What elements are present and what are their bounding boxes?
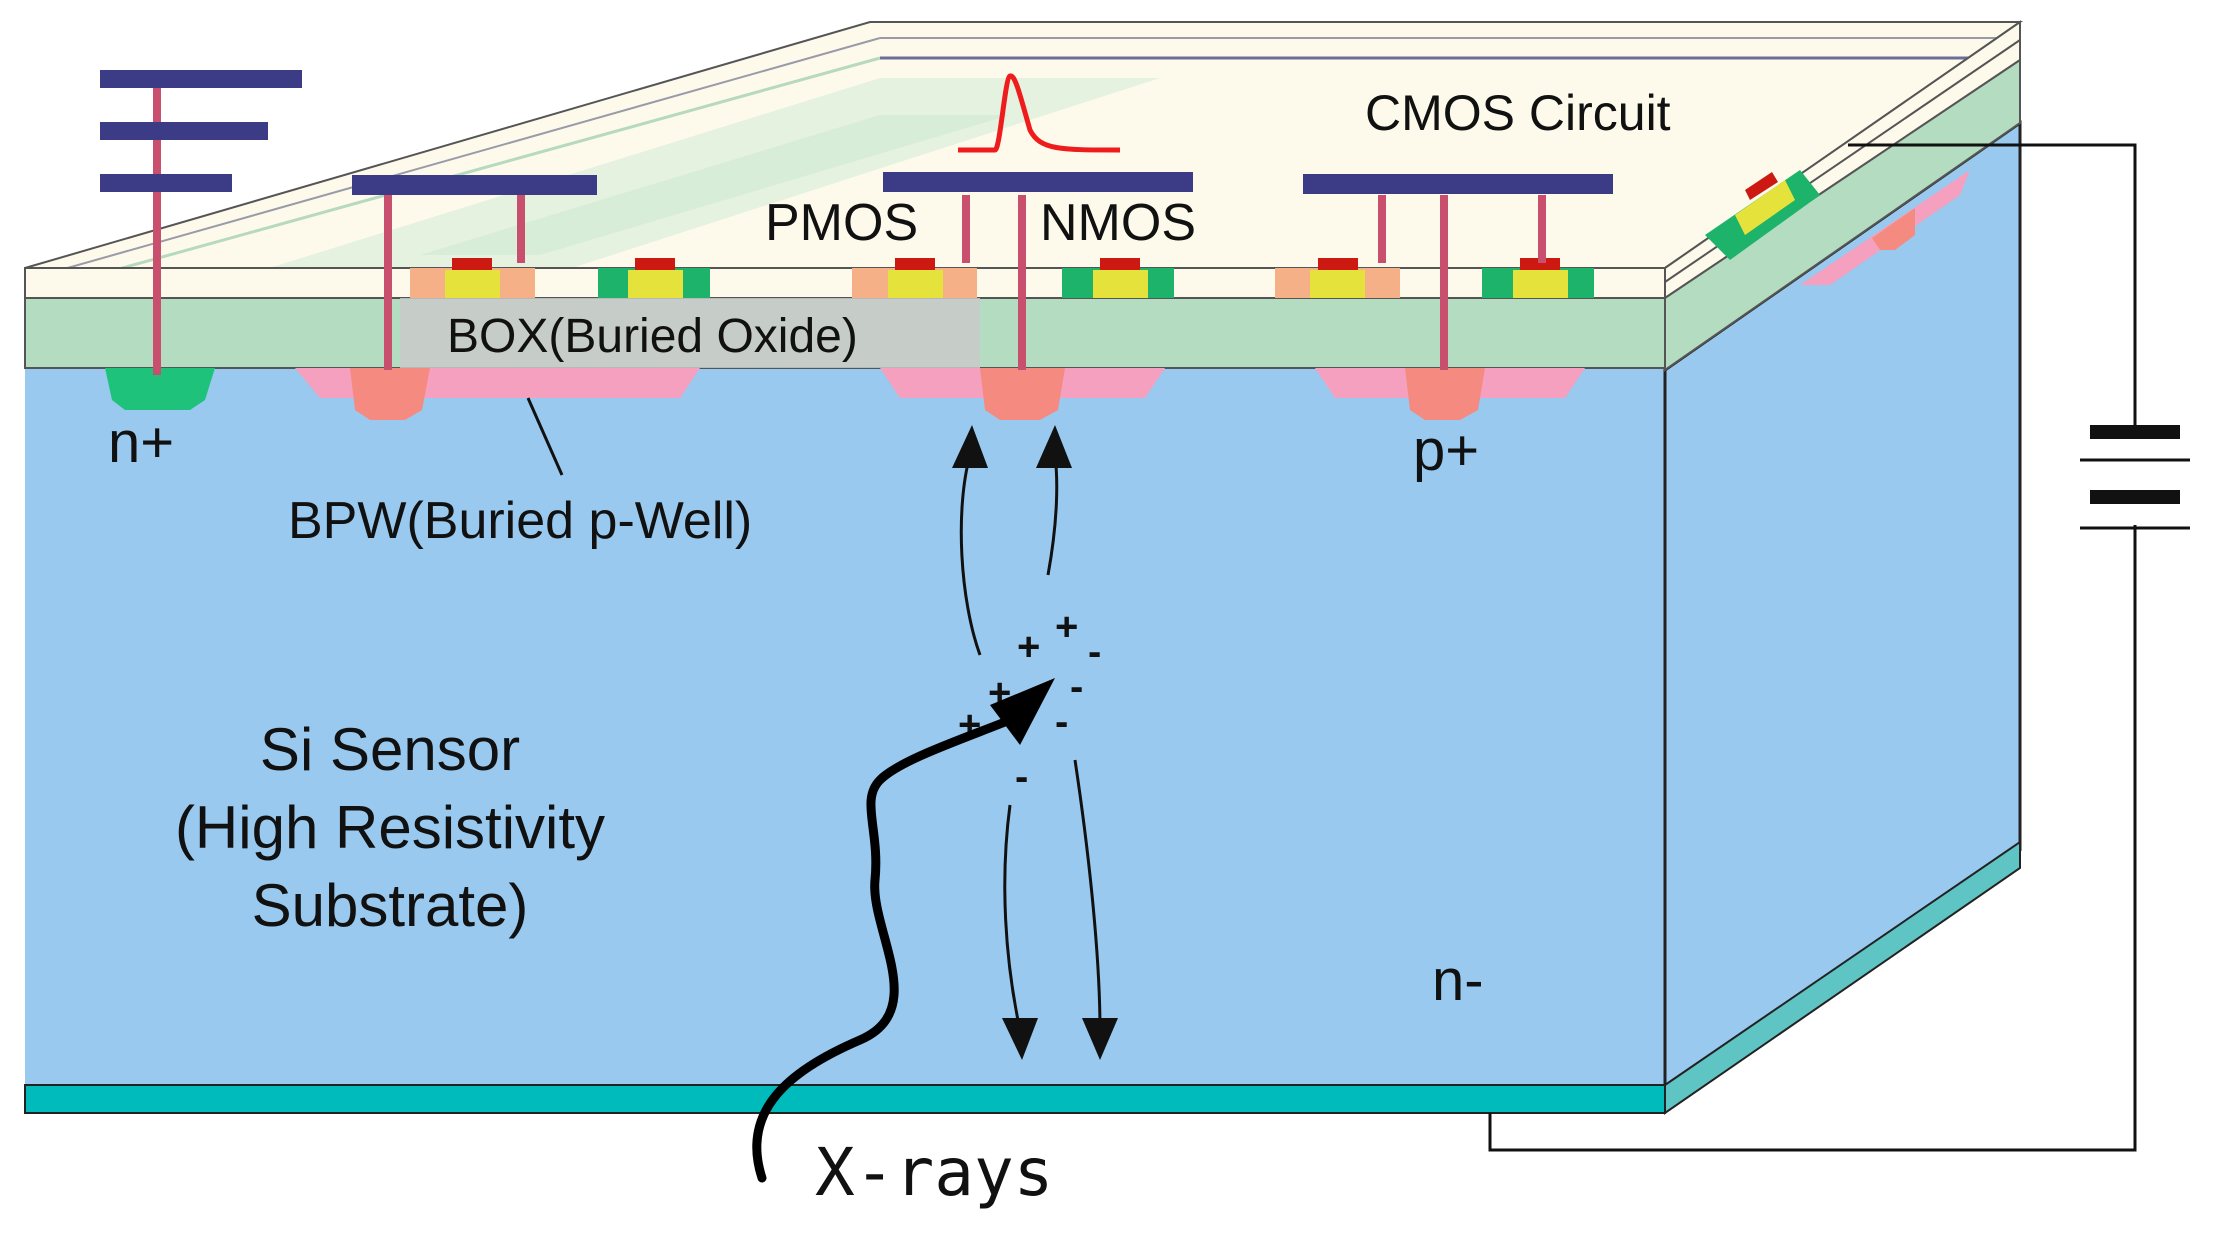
n-plus-label: n+ <box>108 410 174 475</box>
xray-arrowhead <box>990 678 1055 745</box>
nmos-transistor-2 <box>1062 258 1174 298</box>
electron-charge: - <box>1015 755 1028 799</box>
arrowhead-up <box>1036 425 1072 468</box>
pmos-transistor-3 <box>1275 258 1400 298</box>
via-center <box>1018 195 1026 370</box>
via-right-3 <box>1538 195 1546 263</box>
side-transistor <box>1705 170 1820 260</box>
nmos-transistor-1 <box>598 258 710 298</box>
side-buried-p-well <box>1800 170 1970 285</box>
via-pmos-mid <box>962 195 970 263</box>
cmos-front-layer <box>24 267 1666 299</box>
nmos-label: NMOS <box>1040 194 1196 252</box>
interconnect <box>100 70 1613 375</box>
battery-icon <box>2080 425 2190 530</box>
metal-line-right <box>1303 174 1613 194</box>
via-right-1 <box>1378 195 1386 263</box>
bias-wire-top <box>1848 143 2137 430</box>
hole-drift-arrow <box>959 454 982 656</box>
arrowhead-down <box>1082 1018 1118 1060</box>
pmos-transistor-2 <box>852 258 977 298</box>
back-electrode-side <box>1664 840 2021 1115</box>
signal-pulse-icon <box>958 73 1121 153</box>
back-electrode <box>24 1084 1666 1114</box>
pmos-label: PMOS <box>765 194 918 252</box>
sensor-label-line1: Si Sensor <box>260 716 520 783</box>
electron-drift-arrow <box>1073 759 1102 1031</box>
metal-ground-bar-1 <box>100 70 302 88</box>
arrowhead-down <box>1002 1018 1038 1060</box>
box-label: BOX(Buried Oxide) <box>447 310 858 363</box>
cmos-circuit-label: CMOS Circuit <box>1365 85 1671 141</box>
electron-drift-arrow <box>1003 804 1022 1031</box>
p-plus-implant-3 <box>1405 368 1485 420</box>
bpw-label: BPW(Buried p-Well) <box>288 492 752 550</box>
hole-charge: + <box>1055 605 1078 649</box>
metal-ground-bar-3 <box>100 174 232 192</box>
bpw-pointer-line <box>526 397 564 476</box>
xray-path <box>752 715 1015 1183</box>
pmos-transistor-1 <box>410 258 535 298</box>
substrate-front-face <box>25 368 1665 1085</box>
top-face-shading-2 <box>420 115 1010 255</box>
sensor-label-line3: Substrate) <box>252 872 529 939</box>
metal-line-center <box>883 172 1193 192</box>
sensor-label-line2: (High Resistivity <box>175 794 605 861</box>
xrays-label: X-rays <box>815 1134 1053 1211</box>
arrowhead-up <box>952 425 988 468</box>
p-plus-implant-1 <box>350 368 430 420</box>
bias-circuit <box>1488 143 2137 1152</box>
n-plus-implant <box>105 368 215 410</box>
arrowheads <box>952 425 1118 1060</box>
p-plus-implant-2 <box>980 368 1065 420</box>
electron-charge: - <box>1088 630 1101 674</box>
via-bpw-left <box>384 195 392 370</box>
hole-charge: + <box>1017 625 1040 669</box>
implants <box>105 170 1970 420</box>
via-pmos-left <box>517 195 525 263</box>
n-minus-label: n- <box>1432 948 1484 1013</box>
p-plus-label: p+ <box>1413 418 1479 483</box>
metal-line-left <box>352 175 597 195</box>
transistors <box>410 170 1820 298</box>
bias-wire-bottom <box>1488 525 2137 1152</box>
electron-charge: - <box>1055 700 1068 744</box>
metal-ground-bar-2 <box>100 122 268 140</box>
via-right-2 <box>1440 195 1448 370</box>
box-side-layer <box>1664 58 2021 372</box>
nmos-transistor-3 <box>1482 258 1594 298</box>
side-p-plus-implant <box>1872 208 1915 250</box>
box-grey-region <box>400 298 980 368</box>
via-ground <box>153 75 161 375</box>
electron-charge: - <box>1070 665 1083 709</box>
